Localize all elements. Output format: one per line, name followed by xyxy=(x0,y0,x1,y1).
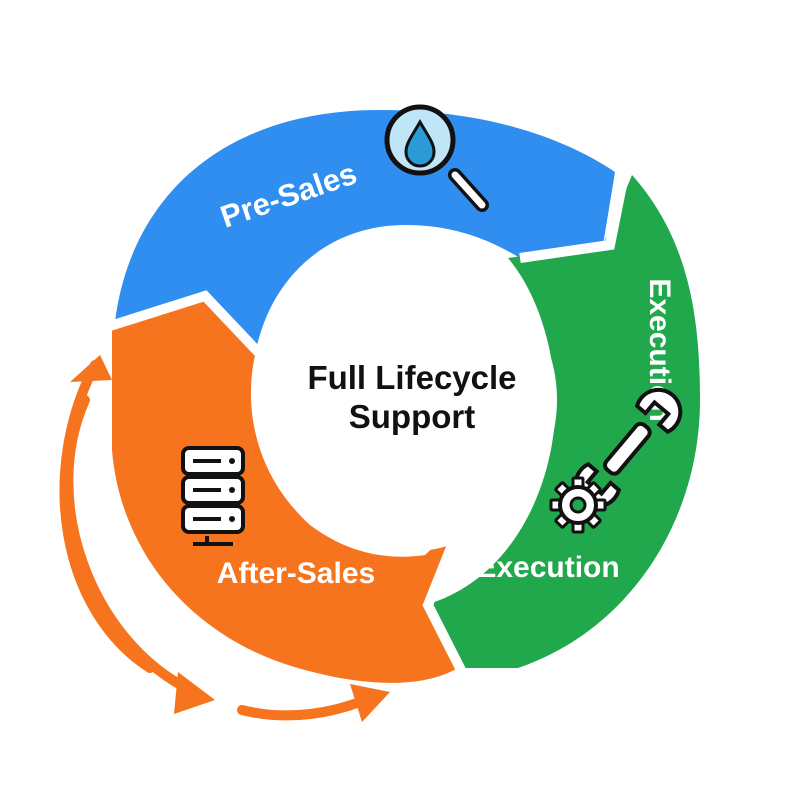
server-icon xyxy=(181,446,245,546)
center-circle xyxy=(253,248,557,552)
separator-blue-orange xyxy=(108,290,262,356)
center-title-line2: Support xyxy=(349,398,475,435)
separator-blue-green xyxy=(519,169,630,263)
wrench-icon xyxy=(573,387,683,509)
loop-arrow-up-head xyxy=(70,355,112,382)
center-title-line1: Full Lifecycle xyxy=(307,359,516,396)
execution-segment xyxy=(425,175,700,668)
separator-orange-green xyxy=(422,518,467,675)
loop-arrow-bottom xyxy=(237,695,370,721)
after-sales-segment xyxy=(112,300,462,683)
pre-sales-segment xyxy=(115,110,615,355)
loop-arrow-bottom-head xyxy=(350,684,390,722)
magnifier-droplet-icon xyxy=(384,104,489,212)
after-sales-label: After-Sales xyxy=(217,557,375,590)
loop-arrow-down xyxy=(63,395,195,695)
gear-icon xyxy=(549,476,607,534)
loop-arrow-down-head xyxy=(174,672,215,714)
execution-label: Execution xyxy=(476,551,619,584)
